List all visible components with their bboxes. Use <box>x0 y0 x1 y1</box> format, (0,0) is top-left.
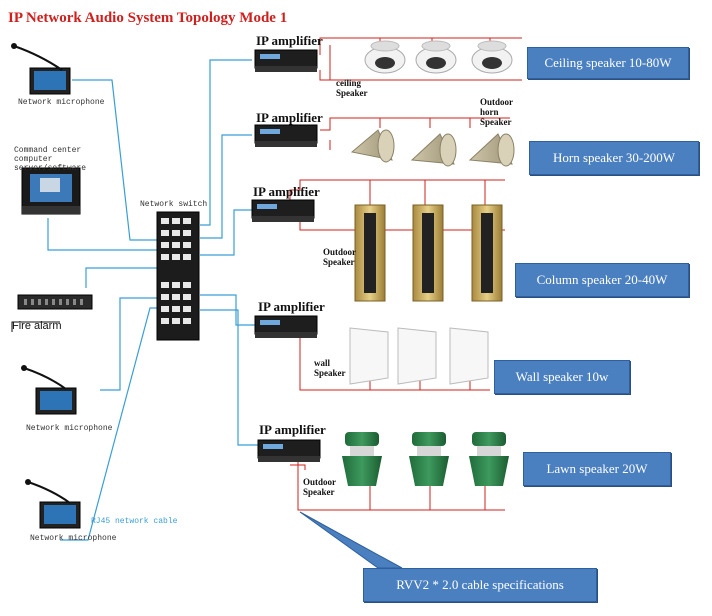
lawn-speaker-callout: Lawn speaker 20W <box>523 452 671 486</box>
rj45-cable-label: RJ45 network cable <box>91 517 178 526</box>
amplifier-5-device <box>257 439 321 462</box>
amplifier-1-label: IP amplifier <box>256 33 323 48</box>
network-microphone-top-device <box>11 43 71 95</box>
network-microphone-top-label: Network microphone <box>18 98 105 107</box>
amplifier-1-device <box>254 49 318 72</box>
ceiling-speaker-callout: Ceiling speaker 10-80W <box>527 47 689 79</box>
amplifier-3-device <box>251 199 315 222</box>
amplifier-4-device <box>254 315 318 338</box>
network-microphone-bottom-device <box>25 479 81 529</box>
amplifier-2-label: IP amplifier <box>256 110 323 125</box>
network-switch-label: Network switch <box>140 200 208 209</box>
fire-alarm-device <box>11 294 93 332</box>
horn-speakers <box>350 129 515 167</box>
column-speaker-callout: Column speaker 20-40W <box>515 263 689 297</box>
ceiling-speakers <box>364 40 513 74</box>
network-cables <box>47 59 258 541</box>
amplifier-3-label: IP amplifier <box>253 184 320 199</box>
horn-speaker-callout: Horn speaker 30-200W <box>529 141 699 175</box>
cable-callout-pointer <box>299 511 403 569</box>
column-speakers <box>354 204 503 302</box>
cable-spec-callout: RVV2 * 2.0 cable specifications <box>363 568 597 602</box>
amplifier-2-device <box>254 124 318 147</box>
network-switch <box>156 211 200 341</box>
network-microphone-bottom-label: Network microphone <box>30 534 117 543</box>
wall-speaker-callout: Wall speaker 10w <box>494 360 630 394</box>
lawn-speakers <box>342 432 509 486</box>
wall-speakers <box>349 327 489 385</box>
fire-alarm-label: Fire alarm <box>12 320 62 332</box>
network-microphone-middle-device <box>21 365 77 415</box>
command-center-computer-device <box>21 167 81 215</box>
amplifier-5-label: IP amplifier <box>259 422 326 437</box>
diagram-title: IP Network Audio System Topology Mode 1 <box>8 10 288 26</box>
network-microphone-middle-label: Network microphone <box>26 424 113 433</box>
amplifier-4-label: IP amplifier <box>258 299 325 314</box>
command-center-label: Command center computer server/software <box>14 146 87 173</box>
